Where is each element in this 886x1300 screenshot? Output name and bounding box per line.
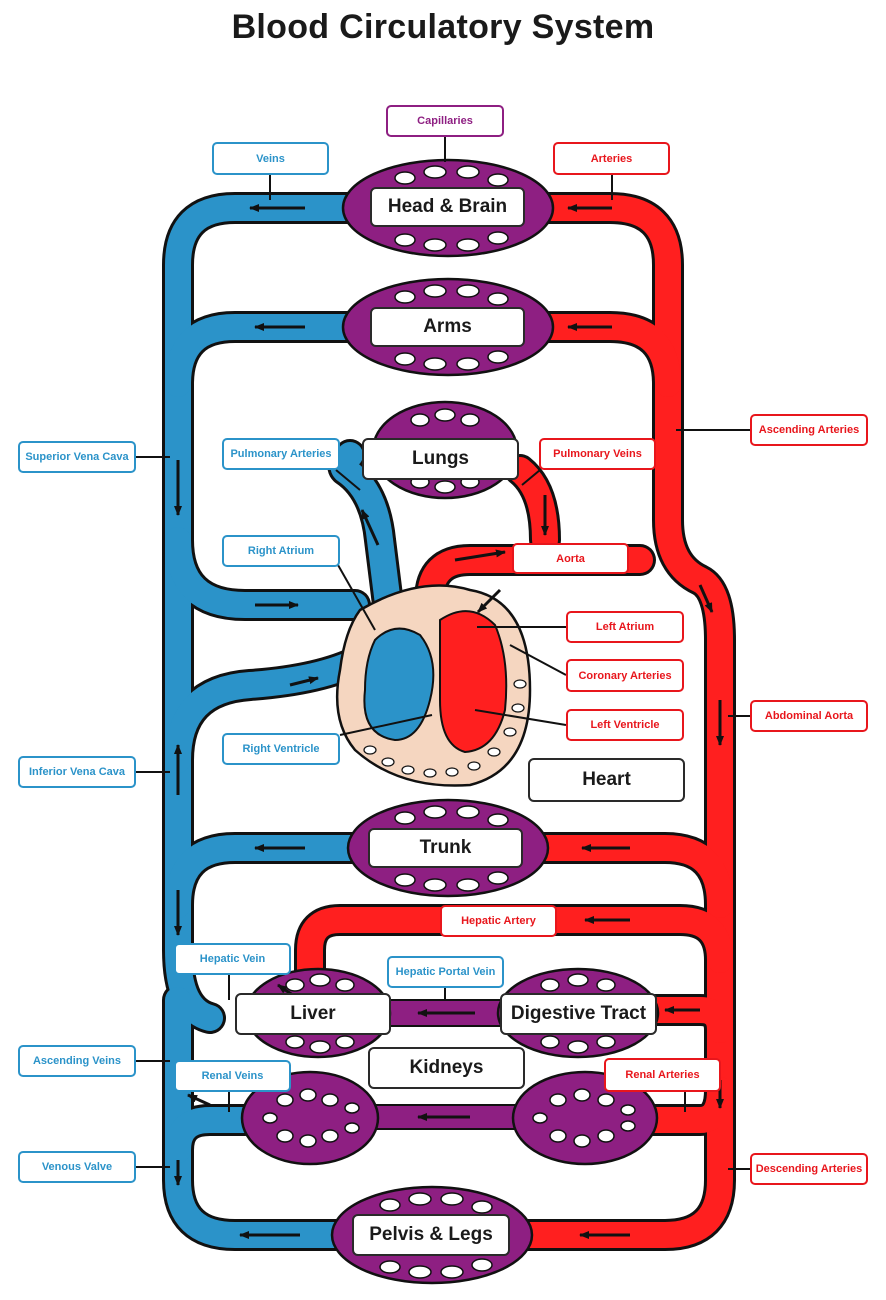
organ-liver: Liver: [235, 993, 391, 1035]
label-hepatic-portal-vein: Hepatic Portal Vein: [387, 956, 504, 988]
capillary-kidney-left: [240, 1070, 380, 1166]
organ-arms: Arms: [370, 307, 525, 347]
diagram-title: Blood Circulatory System: [231, 8, 655, 46]
label-hepatic-artery: Hepatic Artery: [440, 905, 557, 937]
label-right-ventricle: Right Ventricle: [222, 733, 340, 765]
label-renal-arteries: Renal Arteries: [604, 1058, 721, 1092]
label-pulmonary-veins: Pulmonary Veins: [539, 438, 656, 470]
label-aorta: Aorta: [512, 543, 629, 574]
organ-kidneys: Kidneys: [368, 1047, 525, 1089]
organ-digestive-tract: Digestive Tract: [500, 993, 657, 1035]
label-descending-arteries: Descending Arteries: [750, 1153, 868, 1185]
organ-head-brain: Head & Brain: [370, 187, 525, 227]
heart-illustration: [335, 584, 532, 787]
label-capillaries: Capillaries: [386, 105, 504, 137]
organ-heart: Heart: [528, 758, 685, 802]
label-pulmonary-arteries: Pulmonary Arteries: [222, 438, 340, 470]
label-abdominal-aorta: Abdominal Aorta: [750, 700, 868, 732]
organ-trunk: Trunk: [368, 828, 523, 868]
label-left-atrium: Left Atrium: [566, 611, 684, 643]
label-venous-valve: Venous Valve: [18, 1151, 136, 1183]
organ-lungs: Lungs: [362, 438, 519, 480]
flow-arrows: [174, 204, 724, 1239]
label-ascending-arteries: Ascending Arteries: [750, 414, 868, 446]
capillary-kidney-right: [511, 1070, 659, 1166]
label-renal-veins: Renal Veins: [174, 1060, 291, 1092]
label-right-atrium: Right Atrium: [222, 535, 340, 567]
label-inferior-vena-cava: Inferior Vena Cava: [18, 756, 136, 788]
label-ascending-veins: Ascending Veins: [18, 1045, 136, 1077]
organ-pelvis-legs: Pelvis & Legs: [352, 1214, 510, 1256]
label-arteries: Arteries: [553, 142, 670, 175]
leader-lines: [136, 137, 750, 1170]
label-superior-vena-cava: Superior Vena Cava: [18, 441, 136, 473]
label-hepatic-vein: Hepatic Vein: [174, 943, 291, 975]
label-veins: Veins: [212, 142, 329, 175]
label-coronary-arteries: Coronary Arteries: [566, 659, 684, 692]
label-left-ventricle: Left Ventricle: [566, 709, 684, 741]
